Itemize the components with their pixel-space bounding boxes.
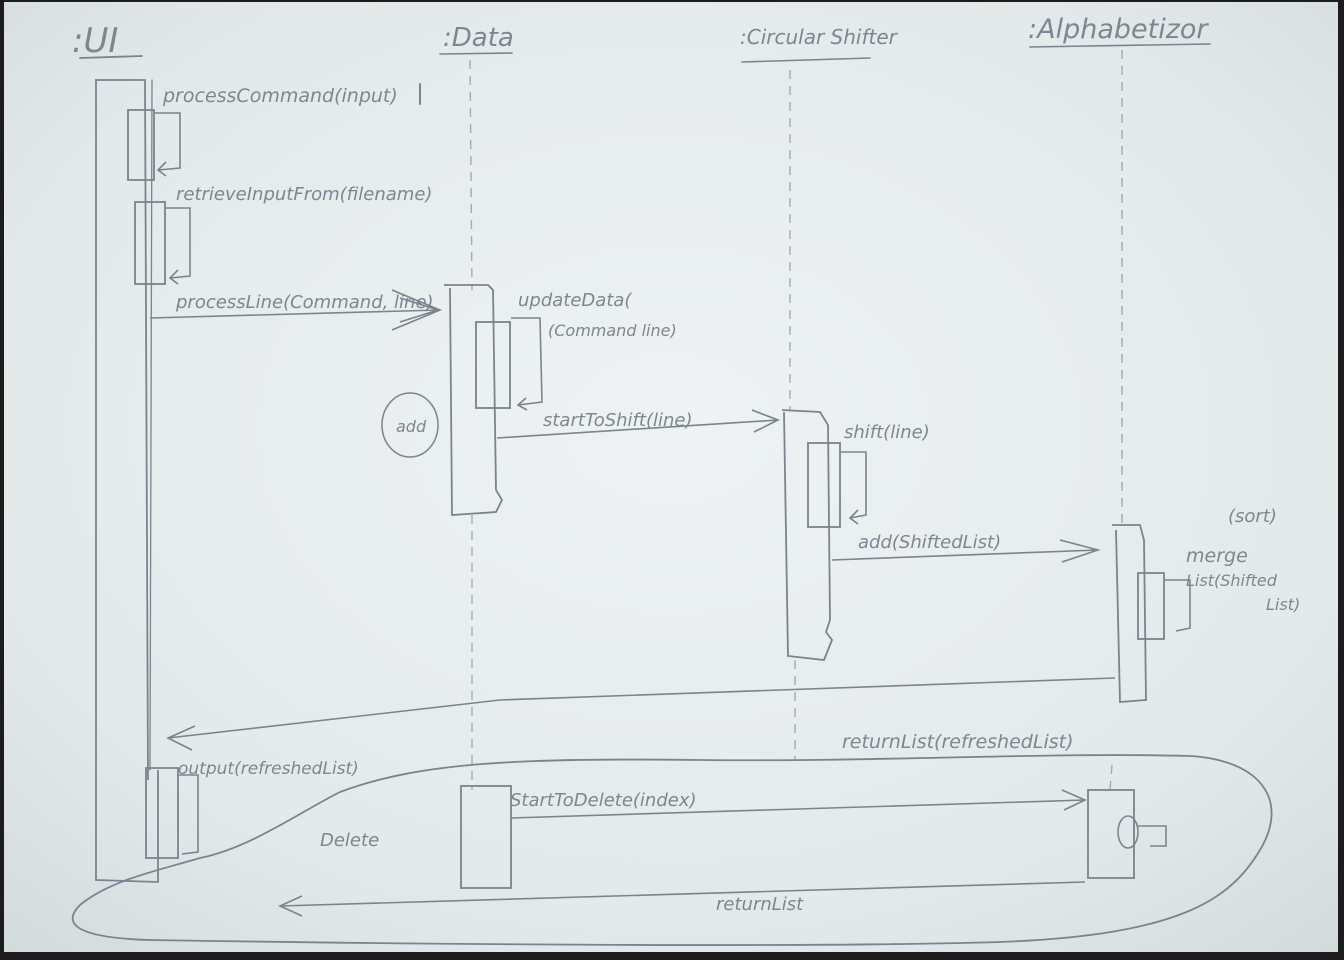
lifeline-data-dashed bbox=[469, 59, 473, 790]
activation-ui-process-command bbox=[127, 109, 155, 181]
delete-fragment-loop bbox=[71, 754, 1273, 946]
activation-data-main bbox=[444, 284, 504, 516]
label-return-list: returnList bbox=[716, 894, 804, 915]
activation-alpha-delete bbox=[1087, 789, 1135, 879]
label-add-note: add bbox=[396, 417, 427, 436]
activation-ui-retrieve bbox=[134, 201, 166, 285]
arrow-process-line bbox=[149, 289, 443, 331]
self-arrow-update-data bbox=[511, 317, 543, 411]
activation-ui-main bbox=[95, 79, 159, 883]
label-merge-args-1: List(Shifted bbox=[1186, 571, 1278, 590]
label-process-line: processLine(Command, line) bbox=[175, 292, 434, 313]
label-process-command: processCommand(input) bbox=[162, 85, 398, 107]
self-arrow-merge bbox=[1165, 579, 1191, 632]
add-note-circle bbox=[381, 392, 439, 458]
lifeline-shifter-dashed bbox=[789, 70, 796, 760]
lifeline-alpha-dashed bbox=[1109, 50, 1123, 791]
label-retrieve-input: retrieveInputFrom(filename) bbox=[176, 184, 432, 205]
label-return-refreshed: returnList(refreshedList) bbox=[842, 731, 1073, 753]
label-start-to-delete: StartToDelete(index) bbox=[510, 790, 697, 811]
paper-sheet bbox=[4, 2, 1338, 952]
label-update-data-args: (Command line) bbox=[548, 321, 677, 340]
activation-data-delete bbox=[460, 785, 512, 889]
activation-shifter-shift bbox=[807, 442, 841, 528]
lifeline-label-data: :Data bbox=[443, 23, 514, 53]
activation-shifter-main bbox=[781, 409, 834, 661]
label-sort: (sort) bbox=[1228, 506, 1277, 527]
activation-data-update bbox=[475, 321, 511, 409]
arrow-add-shifted bbox=[831, 539, 1101, 563]
label-output: output(refreshedList) bbox=[178, 759, 359, 779]
arrow-start-to-delete bbox=[510, 789, 1087, 819]
self-arrow-output bbox=[178, 774, 199, 855]
activation-ui-output bbox=[145, 767, 179, 859]
self-loop-marker bbox=[1117, 815, 1139, 849]
arrow-return-list bbox=[278, 881, 1086, 917]
arrow-start-to-shift bbox=[496, 409, 780, 439]
label-merge-args-2: List) bbox=[1266, 595, 1300, 614]
label-shift: shift(line) bbox=[844, 422, 930, 443]
arrow-return-refreshed bbox=[166, 677, 1116, 751]
lifeline-header-shifter: :Circular Shifter bbox=[740, 25, 899, 63]
self-arrow-process-command bbox=[155, 112, 181, 177]
self-arrow-delete bbox=[1138, 825, 1167, 847]
lifeline-header-data: :Data bbox=[439, 23, 514, 55]
lifeline-label-ui: :UI bbox=[72, 21, 118, 61]
lifeline-label-alpha: :Alphabetizor bbox=[1028, 14, 1209, 45]
activation-alpha-merge bbox=[1137, 572, 1165, 640]
self-arrow-shift bbox=[841, 451, 867, 525]
lifeline-label-shifter: :Circular Shifter bbox=[740, 25, 899, 49]
label-start-to-shift: startToShift(line) bbox=[543, 410, 692, 431]
lifeline-header-alpha: :Alphabetizor bbox=[1028, 14, 1211, 48]
lifeline-header-ui: :UI bbox=[72, 21, 143, 61]
label-add-shifted: add(ShiftedList) bbox=[858, 532, 1001, 553]
label-update-data: updateData( bbox=[518, 290, 632, 311]
label-delete-fragment: Delete bbox=[320, 830, 379, 851]
activation-alpha-main bbox=[1112, 524, 1147, 703]
label-merge: merge bbox=[1186, 545, 1248, 567]
self-arrow-retrieve bbox=[166, 207, 191, 285]
